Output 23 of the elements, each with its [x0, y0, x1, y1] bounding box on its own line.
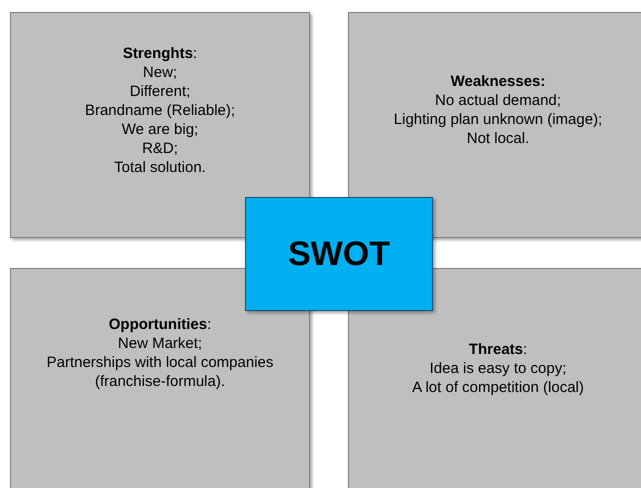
list-item: New Market;: [118, 334, 202, 353]
quadrant-box: [348, 12, 641, 238]
list-item: We are big;: [122, 120, 198, 138]
list-item: Total solution.: [114, 158, 206, 176]
list-item: New;: [142, 62, 178, 82]
heading: Opportunities:: [108, 315, 212, 334]
list-item: Lighting plan unknown (image);: [394, 110, 602, 129]
list-item: Brandname (Reliable);: [84, 100, 236, 120]
center-box: [245, 197, 433, 311]
heading: Threats:: [468, 340, 528, 358]
list-item: R&D;: [142, 138, 178, 158]
heading: Strenghts:: [122, 44, 198, 62]
list-item: Not local.: [466, 129, 530, 148]
list-item: No actual demand;: [435, 91, 561, 110]
quadrant-box: [348, 268, 641, 488]
title-text: SWOT: [288, 234, 390, 274]
list-item: Idea is easy to copy;: [430, 358, 566, 378]
list-item: Partnerships with local companies (franchise-formula).: [46, 353, 274, 391]
quadrant-box: [10, 12, 310, 238]
list-item: A lot of competition (local): [412, 378, 584, 396]
list-item: Different;: [130, 82, 190, 100]
quadrant-box: [10, 268, 310, 488]
heading: Weaknesses:: [450, 72, 546, 91]
